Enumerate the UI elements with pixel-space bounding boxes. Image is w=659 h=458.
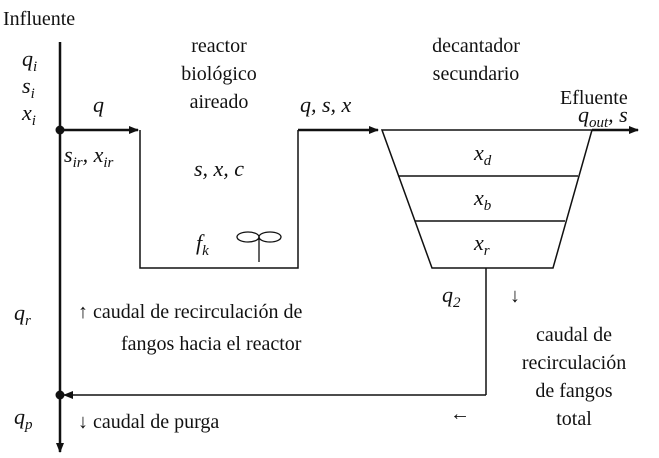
influent-label: Influente: [3, 8, 75, 30]
var-xd: xd: [473, 140, 492, 169]
recirculation-junction-dot: [55, 390, 65, 400]
decanter-title-line1: decantador: [432, 35, 520, 57]
purge-label: ↓ caudal de purga: [78, 411, 219, 433]
reactor-title-line2: biológico: [181, 63, 257, 85]
var-qr: qr: [14, 300, 31, 329]
reactor-title-line1: reactor: [191, 35, 247, 57]
var-xi: xi: [21, 100, 36, 129]
var-qp: qp: [14, 404, 33, 433]
reactor-title-line3: aireado: [190, 91, 249, 113]
recirc-total-label-line2: recirculación: [522, 352, 626, 374]
var-flow-out-reactor: q, s, x: [300, 92, 352, 117]
decanter-tank: [380, 129, 593, 269]
var-si: si: [22, 73, 35, 102]
var-q2: q2: [442, 282, 461, 311]
var-qi: qi: [22, 46, 37, 75]
var-xr: xr: [473, 230, 490, 259]
influent-junction-dot: [55, 125, 65, 135]
reactor-tank: [139, 130, 299, 269]
recirc-reactor-label-line2: fangos hacia el reactor: [121, 333, 302, 355]
effluent-label: Efluente: [560, 87, 628, 109]
var-q: q: [93, 92, 104, 117]
var-qout-s: qout, s: [578, 102, 628, 131]
recirc-reactor-label-line1: ↑ caudal de recirculación de: [78, 301, 302, 323]
recirc-left-arrow: ←: [450, 403, 470, 425]
recirc-total-label-line4: total: [556, 408, 592, 430]
recirc-total-down-arrow: ↓: [510, 285, 520, 307]
var-fk: fk: [196, 230, 209, 259]
decanter-title-line2: secundario: [433, 63, 520, 85]
var-sir-xir: sir, xir: [64, 142, 114, 171]
recirc-total-label-line3: de fangos: [535, 380, 612, 402]
var-reactor-state: s, x, c: [194, 156, 244, 181]
aerator-icon: [236, 231, 282, 262]
recirc-total-label-line1: caudal de: [536, 324, 612, 346]
var-xb: xb: [473, 185, 492, 214]
